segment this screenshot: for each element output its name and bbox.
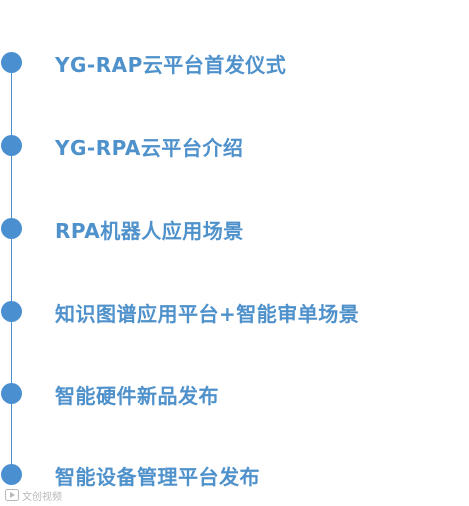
timeline-dot bbox=[1, 301, 22, 322]
timeline-item-label[interactable]: 智能设备管理平台发布 bbox=[55, 465, 260, 489]
timeline-item-label[interactable]: 知识图谱应用平台+智能审单场景 bbox=[55, 302, 360, 326]
timeline-dot bbox=[1, 135, 22, 156]
timeline-item[interactable]: 智能设备管理平台发布 bbox=[0, 460, 469, 490]
timeline-item[interactable]: YG-RPA云平台介绍 bbox=[0, 131, 469, 161]
timeline-dot bbox=[1, 464, 22, 485]
timeline-item[interactable]: 智能硬件新品发布 bbox=[0, 379, 469, 409]
timeline-item-label[interactable]: 智能硬件新品发布 bbox=[55, 384, 219, 408]
watermark: 文创视频 bbox=[5, 488, 62, 503]
timeline-item-label[interactable]: YG-RPA云平台介绍 bbox=[55, 136, 244, 160]
timeline-item[interactable]: YG-RAP云平台首发仪式 bbox=[0, 48, 469, 78]
timeline-item-label[interactable]: RPA机器人应用场景 bbox=[55, 219, 244, 243]
watermark-text: 文创视频 bbox=[22, 491, 62, 503]
timeline-dot bbox=[1, 218, 22, 239]
timeline-dot bbox=[1, 383, 22, 404]
timeline-item-label[interactable]: YG-RAP云平台首发仪式 bbox=[55, 53, 287, 77]
timeline-item[interactable]: RPA机器人应用场景 bbox=[0, 214, 469, 244]
timeline-item[interactable]: 知识图谱应用平台+智能审单场景 bbox=[0, 297, 469, 327]
timeline-line bbox=[11, 62, 12, 482]
timeline-dot bbox=[1, 52, 22, 73]
play-icon bbox=[5, 489, 19, 501]
